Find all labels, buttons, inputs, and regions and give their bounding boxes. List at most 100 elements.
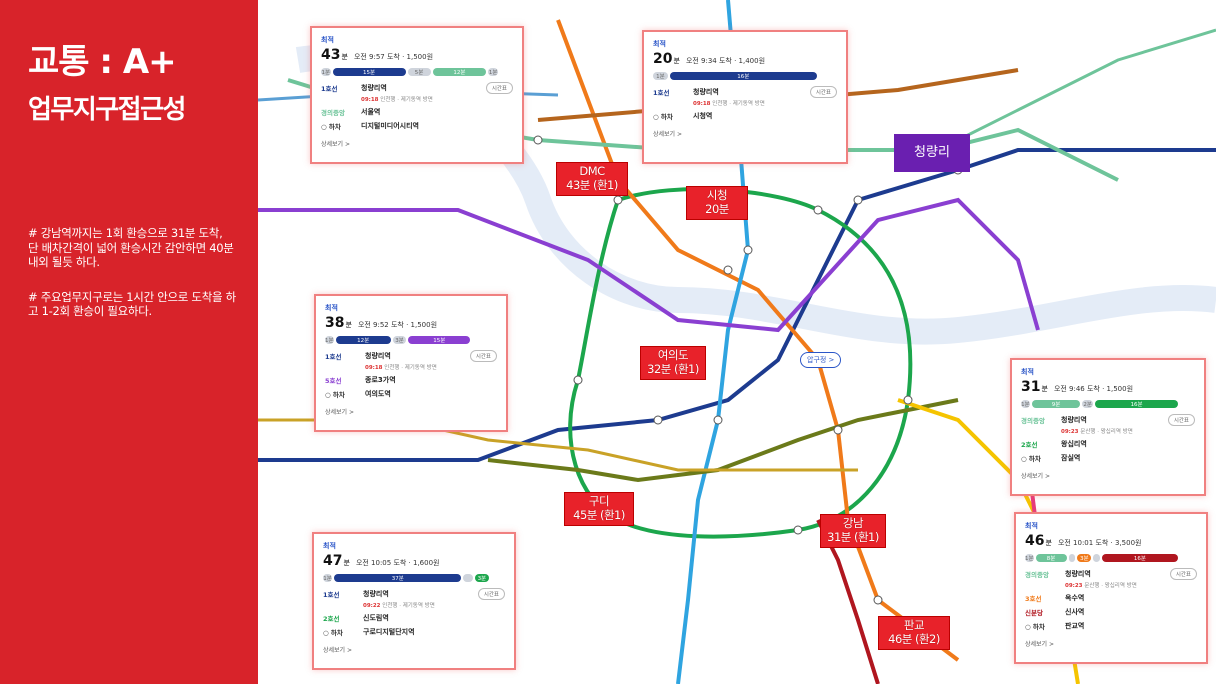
route-segment: 2분	[1082, 399, 1093, 408]
line-name: ○ 하차	[653, 113, 673, 121]
timetable-button[interactable]: 시간표	[477, 588, 505, 600]
note-gangnam: # 강남역까지는 1회 환승으로 31분 도착, 단 배차간격이 넓어 환승시간…	[28, 226, 234, 270]
line-name: ○ 하차	[325, 391, 345, 399]
route-segment: 16분	[1094, 399, 1179, 408]
line-name: 2호선	[323, 615, 340, 623]
label-yeouido-name: 여의도	[657, 348, 689, 362]
best-route-tag: 최적	[1025, 522, 1038, 530]
departure-direction: 인천행 · 제기동역 방면	[380, 97, 433, 103]
detail-link[interactable]: 상세보기 >	[323, 647, 353, 654]
travel-minutes: 38분	[325, 315, 352, 331]
station-name: 판교역	[1065, 622, 1085, 630]
route-step: ○ 하차 시청역	[653, 111, 837, 121]
label-dmc-time: 43분 (환1)	[566, 177, 618, 192]
timetable-button[interactable]: 시간표	[1169, 568, 1197, 580]
route-segment: 1분	[321, 67, 331, 76]
detail-link[interactable]: 상세보기 >	[321, 141, 351, 148]
label-pangyo-time: 46분 (환2)	[888, 631, 940, 646]
station-name: 서울역	[361, 108, 381, 116]
timetable-button[interactable]: 시간표	[1167, 414, 1195, 426]
label-cityhall-name: 시청	[706, 188, 728, 202]
station-name: 왕십리역	[1061, 440, 1087, 448]
route-segment: 1분	[1025, 553, 1034, 562]
timetable-button[interactable]: 시간표	[809, 86, 837, 98]
best-route-tag: 최적	[323, 542, 336, 550]
line-name: 3호선	[1025, 595, 1042, 603]
departure-time: 09:18	[693, 101, 711, 107]
route-segment: 3분	[1077, 553, 1092, 562]
label-guro-name: 구디	[588, 494, 610, 508]
subway-map[interactable]: 청량리 압구정 > DMC 43분 (환1) 시청 20분 여의도 32분 (환…	[258, 0, 1216, 684]
departure-direction: 인천행 · 제기동역 방면	[712, 101, 765, 107]
label-pangyo-name: 판교	[903, 618, 925, 632]
detail-link[interactable]: 상세보기 >	[653, 131, 683, 138]
travel-minutes-value: 47	[323, 553, 343, 569]
travel-minutes-value: 46	[1025, 533, 1045, 549]
route-segment: 16분	[669, 71, 817, 80]
route-segment: 3분	[392, 335, 407, 344]
label-gangnam-time: 31분 (환1)	[827, 529, 879, 544]
station-name: 청량리역	[363, 590, 389, 598]
route-segment: 15분	[408, 335, 471, 344]
route-segment: 9분	[1031, 399, 1081, 408]
apgujeong-badge[interactable]: 압구정 >	[800, 352, 842, 368]
line-name: 1호선	[321, 85, 338, 93]
line-name: ○ 하차	[323, 629, 343, 637]
travel-minutes: 20분	[653, 51, 680, 67]
label-dmc-name: DMC	[579, 164, 605, 178]
detail-link[interactable]: 상세보기 >	[1021, 473, 1051, 480]
route-segment	[1068, 553, 1076, 562]
route-segment: 12분	[432, 67, 487, 76]
route-segment: 3분	[474, 573, 490, 582]
travel-minutes: 46분	[1025, 533, 1052, 549]
detail-link[interactable]: 상세보기 >	[325, 409, 355, 416]
timetable-button[interactable]: 시간표	[469, 350, 497, 362]
arrival-fare: 오전 9:52 도착 · 1,500원	[357, 321, 438, 329]
station-name: 청량리역	[365, 352, 391, 360]
travel-minutes-value: 38	[325, 315, 345, 331]
arrival-fare: 오전 10:05 도착 · 1,600원	[355, 559, 440, 567]
station-name: 디지털미디어시티역	[361, 122, 419, 130]
departure-direction: 인천행 · 제기동역 방면	[382, 603, 435, 609]
route-segment: 15분	[332, 67, 406, 76]
travel-minutes-unit: 분	[345, 321, 352, 329]
timetable-button[interactable]: 시간표	[485, 82, 513, 94]
departure-direction: 인천행 · 제기동역 방면	[384, 365, 437, 371]
panel-subtitle: 업무지구접근성	[28, 95, 186, 126]
departure-info: 09:18 인천행 · 제기동역 방면	[361, 95, 513, 103]
detail-link[interactable]: 상세보기 >	[1025, 641, 1055, 648]
label-gangnam-name: 강남	[842, 516, 864, 530]
route-segment: 37분	[334, 573, 462, 582]
label-cityhall-time: 20분	[705, 201, 729, 216]
departure-direction: 문산행 · 왕십리역 방면	[1080, 429, 1133, 435]
travel-minutes-value: 31	[1021, 379, 1041, 395]
line-name: ○ 하차	[1025, 623, 1045, 631]
line-name: 1호선	[323, 591, 340, 599]
line-name: 신분당	[1025, 609, 1043, 617]
departure-time: 09:23	[1061, 429, 1079, 435]
travel-minutes: 31분	[1021, 379, 1048, 395]
station-name: 종로3가역	[365, 376, 396, 384]
route-segment: 1분	[325, 335, 334, 344]
line-name: 1호선	[653, 89, 670, 97]
route-segment: 16분	[1102, 553, 1178, 562]
info-panel: 교통 : A+ 업무지구접근성 # 강남역까지는 1회 환승으로 31분 도착,…	[0, 0, 258, 684]
station-name: 시청역	[693, 112, 713, 120]
route-segment: 1분	[653, 71, 668, 80]
travel-minutes: 43분	[321, 47, 348, 63]
